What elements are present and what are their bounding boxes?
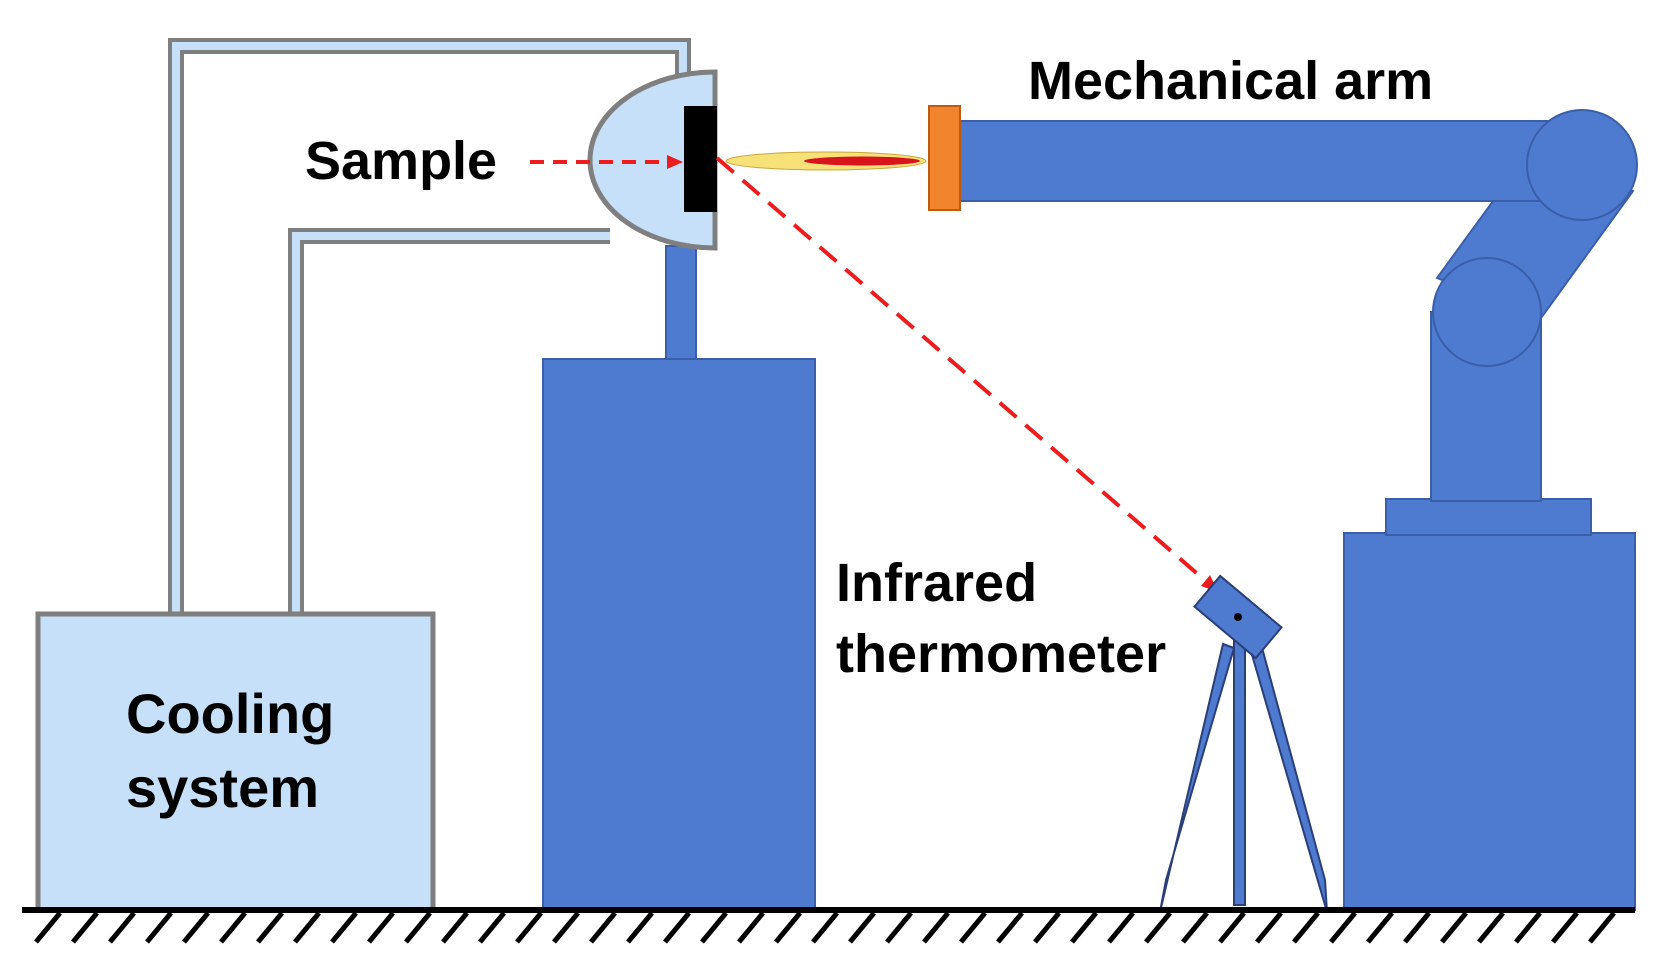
ground-hatch-mark <box>1218 911 1246 944</box>
ground-hatch-mark <box>404 911 432 944</box>
ground-hatch-mark <box>552 911 580 944</box>
robot-elbow-joint <box>1432 257 1542 367</box>
ground-hatch-mark <box>256 911 284 944</box>
ground-hatch-mark <box>1551 911 1579 944</box>
ground-hatch-mark <box>34 911 62 944</box>
ground-hatch-mark <box>145 911 173 944</box>
ground-hatch-mark <box>293 911 321 944</box>
ground-hatch-mark <box>811 911 839 944</box>
ground-hatch-mark <box>1588 911 1616 944</box>
ground-hatch-mark <box>996 911 1024 944</box>
ground-hatch-mark <box>1440 911 1468 944</box>
thermometer-lens-dot <box>1234 613 1242 621</box>
ground-hatch-mark <box>737 911 765 944</box>
infrared-label-line2: thermometer <box>836 624 1166 684</box>
ground-hatch-mark <box>589 911 617 944</box>
infrared-beam-line <box>715 156 1210 585</box>
ground-hatch-mark <box>1181 911 1209 944</box>
ground-hatch-mark <box>478 911 506 944</box>
ground-hatch-mark <box>774 911 802 944</box>
ground-hatch-mark <box>71 911 99 944</box>
tripod-leg-left <box>1159 642 1236 913</box>
infrared-label-line1: Infrared <box>836 553 1037 613</box>
ground-hatch-mark <box>330 911 358 944</box>
mechanical-arm <box>928 105 1638 911</box>
ground-hatch-mark <box>922 911 950 944</box>
ground-hatching <box>34 911 1616 944</box>
ground-hatch-mark <box>515 911 543 944</box>
cooling-label-line1: Cooling <box>126 682 334 745</box>
ground-hatch-mark <box>1033 911 1061 944</box>
ground <box>22 907 1635 944</box>
ground-hatch-mark <box>367 911 395 944</box>
holder-pedestal <box>542 358 816 911</box>
mechanical-arm-label: Mechanical arm <box>1028 51 1433 111</box>
ground-hatch-mark <box>885 911 913 944</box>
ground-hatch-mark <box>1144 911 1172 944</box>
ground-hatch-mark <box>1514 911 1542 944</box>
ground-hatch-mark <box>1477 911 1505 944</box>
ground-hatch-mark <box>1292 911 1320 944</box>
ground-hatch-mark <box>1403 911 1431 944</box>
ground-hatch-mark <box>182 911 210 944</box>
measurement-lines <box>530 155 1218 592</box>
ground-hatch-mark <box>959 911 987 944</box>
thermometer-head <box>1193 574 1283 660</box>
infrared-thermometer <box>1159 574 1328 913</box>
cooling-pipes <box>168 38 691 620</box>
ground-hatch-mark <box>1107 911 1135 944</box>
cooling-pipe-inner-core <box>292 232 610 620</box>
cooling-system-tank <box>35 611 436 913</box>
flame-jet <box>725 151 927 171</box>
ground-hatch-mark <box>219 911 247 944</box>
ground-hatch-mark <box>700 911 728 944</box>
ground-hatch-mark <box>108 911 136 944</box>
robot-upper-arm <box>958 120 1587 202</box>
flame-core <box>804 156 920 166</box>
ground-hatch-mark <box>441 911 469 944</box>
cooling-pipe-outer-core <box>172 42 687 620</box>
ground-hatch-mark <box>626 911 654 944</box>
robot-shoulder-joint <box>1526 109 1638 221</box>
ground-hatch-mark <box>663 911 691 944</box>
ground-hatch-mark <box>848 911 876 944</box>
ground-hatch-mark <box>1070 911 1098 944</box>
sample-pointer-arrowhead <box>667 155 683 169</box>
sample-label: Sample <box>305 131 497 191</box>
sample-block <box>684 106 717 212</box>
holder-stem <box>665 245 697 362</box>
ground-hatch-mark <box>1366 911 1394 944</box>
tripod-leg-center <box>1233 639 1246 906</box>
ground-hatch-mark <box>1329 911 1357 944</box>
cooling-label-line2: system <box>126 756 319 819</box>
robot-base-upper <box>1385 498 1592 536</box>
tripod-leg-right <box>1248 642 1328 913</box>
ground-hatch-mark <box>1255 911 1283 944</box>
robot-base-lower <box>1343 532 1636 911</box>
spray-nozzle <box>928 105 961 211</box>
